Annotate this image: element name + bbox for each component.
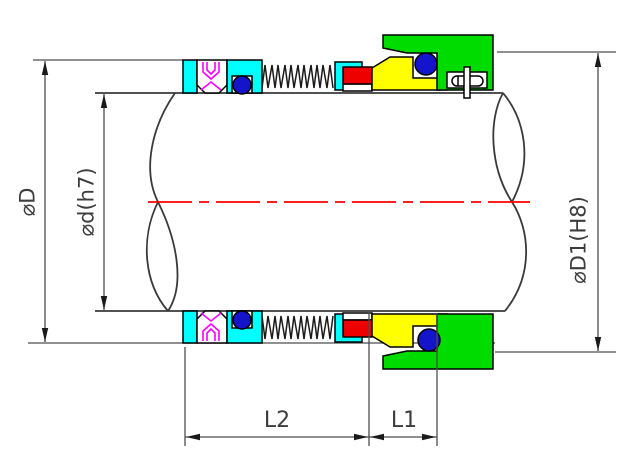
bellows-hatch-chevron-b [200,312,222,323]
shaft-break-right-s [504,201,528,312]
drive-collar-bottom [182,310,198,344]
face-ring-white-top [342,83,373,92]
oring-shaft-top [232,75,252,95]
arrow-L2-left [186,433,200,441]
oring-seat-bottom [417,328,441,352]
label-length-l1: L1 [391,408,417,433]
face-ring-bottom [342,319,373,338]
bellows-block-top [196,59,228,94]
extension-lines-over [368,311,438,446]
shaft-break-left-lens-b [157,201,179,312]
arrow-L1-left [370,433,384,441]
oring-seat-top [414,52,438,76]
bellows-hatch-inner [206,62,216,76]
spring-top [261,64,334,89]
dimension-lines [28,51,616,446]
arrow-L1-right [422,433,436,441]
bellows-hatch-outer-b [202,322,220,341]
arrow-phiD-up [41,61,49,75]
bellows-hatch-inner-b [206,327,216,341]
label-bore-diameter: ⌀D1(H8) [566,196,590,284]
shaft-break-left-lens-a [145,201,169,312]
shaft-break-right-lens-a [492,92,513,203]
spring-bottom [261,315,334,340]
arrow-phiD1-up [594,53,602,67]
label-shaft-diameter: ⌀d(h7) [74,167,98,236]
arrowheads [41,53,602,441]
seal-assembly-top [182,34,494,99]
label-outer-diameter: ⌀D [15,188,39,217]
screw-post-top [463,66,471,99]
arrow-L2-right [354,433,368,441]
label-length-l2: L2 [264,408,290,433]
bellows-hatch-bottom [200,312,222,341]
bellows-hatch-chevron [200,80,222,91]
shaft-break-left-s [149,92,176,203]
face-ring-white-bottom [342,312,373,321]
arrow-phiD-down [41,328,49,342]
shaft [95,92,528,312]
arrow-phid-down [100,296,108,310]
bellows-block-bottom [196,310,228,344]
arrow-phid-up [100,94,108,108]
face-ring-top [342,66,373,85]
dimension-labels: ⌀D ⌀d(h7) ⌀D1(H8) L2 L1 [15,167,590,433]
oring-shaft-bottom [232,310,252,330]
seal-assembly-bottom [182,310,494,370]
bellows-hatch-outer [202,62,220,81]
arrow-phiD1-down [594,337,602,351]
drive-collar-top [182,59,198,94]
bellows-hatch-top [200,62,222,91]
shaft-break-right-lens-b [502,92,526,203]
